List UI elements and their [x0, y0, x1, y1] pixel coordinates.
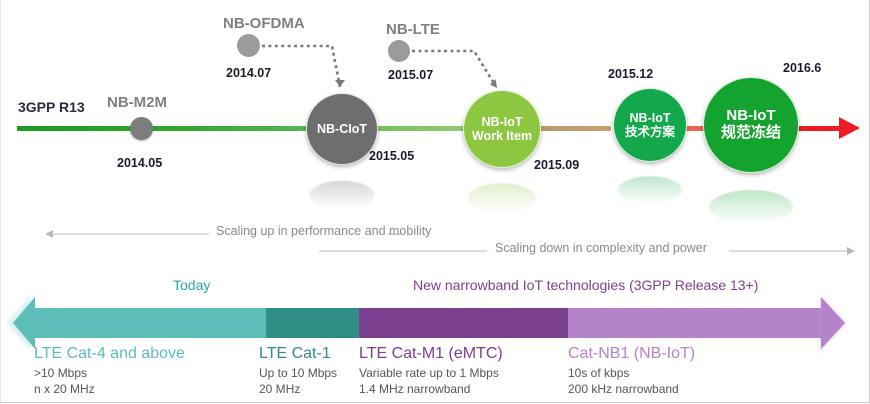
milestone-label-nb-ciot: NB-CIoT [317, 122, 367, 136]
date-nb-lte: 2015.07 [388, 68, 434, 82]
bar-left-arrow-icon [13, 297, 35, 349]
milestone-label-line1: NB-IoT [629, 111, 671, 125]
bar-right-arrow-icon [821, 297, 845, 349]
date-nb-iot-tech: 2015.12 [608, 67, 654, 81]
milestone-node-nb-ciot[interactable]: NB-CIoT [306, 93, 378, 165]
date-nb-iot-work-item: 2015.09 [534, 158, 580, 172]
timeline-segment-4 [673, 126, 725, 131]
bar-sub-1: Up to 10 Mbps [259, 366, 338, 380]
scaling-up-label: Scaling up in performance and mobility [216, 224, 432, 238]
bar-title: Cat-NB1 (NB-IoT) [568, 345, 696, 362]
bar-sub-2: 200 kHz narrowband [568, 382, 679, 397]
reflection-nb-ciot [310, 180, 374, 210]
milestone-label-line2: 技术方案 [624, 125, 675, 139]
date-nb-iot-freeze: 2016.6 [783, 61, 822, 75]
date-nb-ofdma: 2014.07 [226, 66, 272, 80]
bar-label-lte-cat4: LTE Cat-4 and above >10 Mbps n x 20 MHz [34, 345, 185, 397]
bar-sub-2: 1.4 MHz narrowband [359, 382, 471, 397]
scaling-down-arrow-icon [319, 247, 855, 255]
scaling-down-label: Scaling down in complexity and power [495, 241, 707, 255]
label-nb-m2m: NB-M2M [107, 94, 167, 111]
timeline-segment-5 [796, 126, 844, 131]
bar-segment-lte-cat4[interactable] [33, 308, 266, 338]
label-nb-lte: NB-LTE [386, 21, 440, 38]
milestone-label-line1: NB-IoT [726, 107, 776, 125]
milestone-node-nb-iot-tech[interactable]: NB-IoT 技术方案 [613, 88, 687, 162]
bar-sub-1: >10 Mbps [34, 366, 88, 380]
bar-sub-1: Variable rate up to 1 Mbps [359, 366, 499, 380]
scaling-up-arrow-icon [45, 230, 401, 238]
bar-sub-2: 20 MHz [259, 382, 301, 397]
section-header-today: Today [173, 277, 211, 293]
bar-sub-1: 10s of kbps [568, 366, 630, 380]
timeline-start-label: 3GPP R13 [18, 99, 85, 115]
bar-title: LTE Cat-M1 (eMTC) [359, 345, 503, 362]
bar-segment-lte-cat-m1[interactable] [359, 308, 568, 338]
milestone-node-nb-iot-work-item[interactable]: NB-IoT Work Item [463, 90, 541, 168]
section-header-new-narrowband: New narrowband IoT technologies (3GPP Re… [413, 277, 759, 293]
timeline-segment-2 [356, 126, 486, 131]
milestone-node-nb-iot-freeze[interactable]: NB-IoT 规范冻结 [703, 77, 799, 173]
bar-segment-lte-cat1[interactable] [266, 308, 359, 338]
milestone-node-nb-lte[interactable] [388, 40, 410, 62]
milestone-label-line2: Work Item [471, 129, 533, 143]
milestone-label-line2: 规范冻结 [720, 124, 781, 141]
label-nb-ofdma: NB-OFDMA [223, 15, 305, 32]
bar-label-cat-nb1: Cat-NB1 (NB-IoT) 10s of kbps 200 kHz nar… [568, 345, 695, 397]
bar-title: LTE Cat-4 and above [34, 345, 185, 362]
bar-label-lte-cat-m1: LTE Cat-M1 (eMTC) Variable rate up to 1 … [359, 345, 503, 397]
date-nb-m2m: 2014.05 [117, 156, 163, 170]
timeline-segment-3 [531, 126, 611, 131]
bar-title: LTE Cat-1 [259, 345, 331, 362]
bar-label-lte-cat1: LTE Cat-1 Up to 10 Mbps 20 MHz [259, 345, 337, 397]
reflection-nb-iot-freeze [709, 189, 793, 225]
timeline-arrowhead-icon [839, 117, 860, 139]
reflection-nb-iot-tech [618, 176, 682, 204]
bar-segment-cat-nb1[interactable] [568, 308, 821, 338]
bar-sub-2: n x 20 MHz [34, 382, 95, 397]
milestone-node-nb-ofdma[interactable] [237, 34, 260, 57]
timeline-segment-1 [17, 126, 329, 131]
reflection-nb-iot-work-item [468, 183, 536, 213]
milestone-node-nb-m2m[interactable] [130, 117, 153, 140]
date-nb-ciot: 2015.05 [369, 149, 415, 163]
milestone-label-line1: NB-IoT [481, 115, 523, 129]
